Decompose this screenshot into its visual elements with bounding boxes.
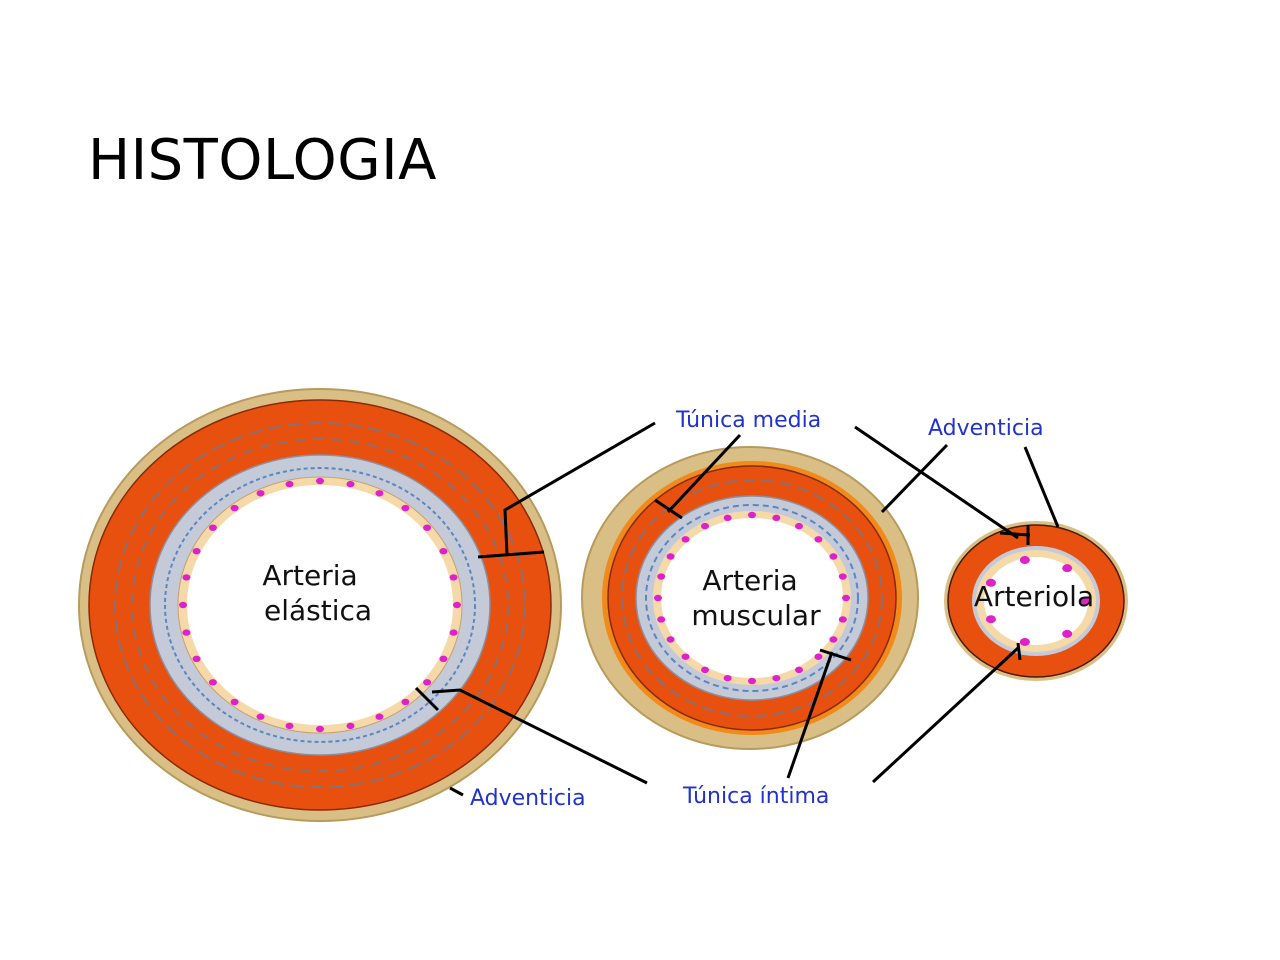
- nucleus-dot: [439, 547, 448, 555]
- nucleus-dot: [1019, 556, 1030, 565]
- vessel-name-muscular-2: muscular: [691, 599, 821, 632]
- muscular-artery: Arteria muscular: [581, 446, 919, 750]
- nucleus-dot: [748, 511, 756, 519]
- nucleus-dot: [346, 722, 355, 730]
- label-adventicia-bottom: Adventicia: [470, 786, 586, 811]
- nucleus-dot: [401, 504, 410, 512]
- nucleus-dot: [657, 573, 666, 580]
- nucleus-dot: [681, 536, 690, 543]
- nucleus-dot: [449, 574, 458, 581]
- elastic-artery: Arteria elástica: [78, 388, 562, 822]
- leader-lines: [414, 421, 1060, 797]
- nucleus-dot: [182, 629, 191, 636]
- nucleus-dot: [666, 636, 675, 643]
- vessel-name-elastic-2: elástica: [264, 594, 372, 627]
- slide-title: HISTOLOGIA: [88, 128, 437, 193]
- nucleus-dot: [208, 524, 217, 531]
- nucleus-dot: [829, 553, 838, 560]
- nucleus-dot: [723, 514, 732, 522]
- nucleus-dot: [192, 547, 201, 555]
- nucleus-dot: [449, 629, 458, 636]
- nucleus-dot: [666, 553, 675, 560]
- nucleus-dot: [681, 653, 690, 660]
- nucleus-dot: [1062, 564, 1073, 573]
- nucleus-dot: [814, 653, 823, 660]
- endothelial-nuclei: [654, 511, 850, 685]
- nucleus-dot: [1081, 597, 1091, 605]
- nucleus-dot: [748, 677, 756, 685]
- nucleus-dot: [985, 578, 996, 587]
- nucleus-dot: [316, 725, 324, 733]
- nucleus-dot: [439, 655, 448, 663]
- nucleus-dot: [814, 536, 823, 543]
- nucleus-dot: [985, 615, 996, 624]
- label-adventicia-top: Adventicia: [928, 416, 1044, 441]
- vessel-name-arteriole: Arteriola: [974, 580, 1094, 613]
- nucleus-dot: [208, 679, 217, 686]
- nucleus-dot: [401, 698, 410, 706]
- vessel-name-elastic-1: Arteria: [262, 559, 357, 592]
- nucleus-dot: [701, 666, 709, 674]
- nucleus-dot: [701, 522, 709, 530]
- nucleus-dot: [230, 504, 239, 512]
- nucleus-dot: [772, 514, 781, 522]
- nucleus-dot: [795, 666, 803, 674]
- nucleus-dot: [179, 601, 187, 609]
- nucleus-dot: [182, 574, 191, 581]
- nucleus-dot: [657, 616, 666, 623]
- nucleus-dot: [838, 573, 847, 580]
- nucleus-dot: [230, 698, 239, 706]
- nucleus-dot: [842, 594, 850, 602]
- nucleus-dot: [795, 522, 803, 530]
- nucleus-dot: [346, 480, 355, 488]
- arteriole: Arteriola: [944, 521, 1128, 681]
- label-tunica-intima: Túnica íntima: [682, 784, 829, 809]
- nucleus-dot: [723, 674, 732, 682]
- nucleus-dot: [375, 713, 384, 720]
- nucleus-dot: [192, 655, 201, 663]
- nucleus-dot: [1062, 629, 1073, 638]
- nucleus-dot: [829, 636, 838, 643]
- label-tunica-media: Túnica media: [675, 408, 821, 433]
- nucleus-dot: [285, 480, 294, 488]
- nucleus-dot: [423, 524, 432, 531]
- vessel-name-muscular-1: Arteria: [702, 564, 797, 597]
- endothelial-nuclei: [985, 556, 1091, 646]
- nucleus-dot: [256, 490, 265, 497]
- nucleus-dot: [423, 679, 432, 686]
- nucleus-dot: [772, 674, 781, 682]
- nucleus-dot: [256, 713, 265, 720]
- nucleus-dot: [838, 616, 847, 623]
- nucleus-dot: [1019, 637, 1030, 646]
- nucleus-dot: [453, 601, 461, 609]
- endothelial-nuclei: [179, 477, 461, 733]
- nucleus-dot: [375, 490, 384, 497]
- nucleus-dot: [316, 477, 324, 485]
- nucleus-dot: [285, 722, 294, 730]
- nucleus-dot: [654, 594, 662, 602]
